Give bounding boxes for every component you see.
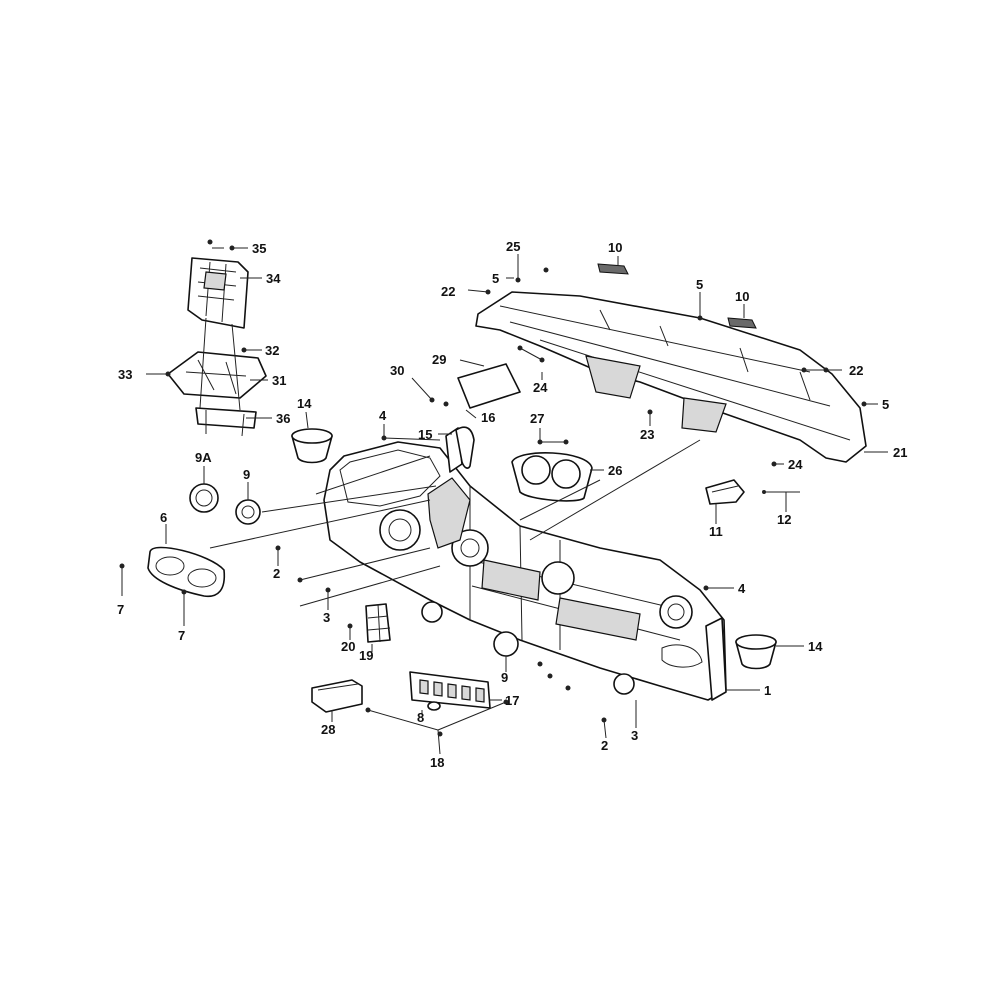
callout-9-left: 9 bbox=[243, 467, 250, 482]
callout-6: 6 bbox=[160, 510, 167, 525]
callout-3-left: 3 bbox=[323, 610, 330, 625]
callout-4-top: 4 bbox=[379, 408, 387, 423]
callout-3-right: 3 bbox=[631, 728, 638, 743]
callout-34: 34 bbox=[266, 271, 281, 286]
callout-30: 30 bbox=[390, 363, 404, 378]
callout-15: 15 bbox=[418, 427, 432, 442]
callout-labels: 35 34 32 33 31 36 14 9A 9 6 7 7 2 3 20 1… bbox=[117, 239, 907, 770]
callout-10-right: 10 bbox=[735, 289, 749, 304]
callout-21: 21 bbox=[893, 445, 907, 460]
callout-33: 33 bbox=[118, 367, 132, 382]
callout-25: 25 bbox=[506, 239, 520, 254]
callout-2-left: 2 bbox=[273, 566, 280, 581]
callout-26: 26 bbox=[608, 463, 622, 478]
callout-18: 18 bbox=[430, 755, 444, 770]
callout-12: 12 bbox=[777, 512, 791, 527]
callout-31: 31 bbox=[272, 373, 286, 388]
callout-7-left: 7 bbox=[117, 602, 124, 617]
callout-22-left: 22 bbox=[441, 284, 455, 299]
callout-7-right: 7 bbox=[178, 628, 185, 643]
callout-9a: 9A bbox=[195, 450, 212, 465]
callout-11: 11 bbox=[709, 524, 723, 539]
callout-19: 19 bbox=[359, 648, 373, 663]
callout-2-right: 2 bbox=[601, 738, 608, 753]
callout-10-left: 10 bbox=[608, 240, 622, 255]
callout-29: 29 bbox=[432, 352, 446, 367]
callout-35: 35 bbox=[252, 241, 266, 256]
callout-24-right: 24 bbox=[788, 457, 803, 472]
callout-24-left: 24 bbox=[533, 380, 548, 395]
fasteners bbox=[119, 239, 867, 737]
callout-5-left: 5 bbox=[492, 271, 499, 286]
callout-5-right: 5 bbox=[882, 397, 889, 412]
callout-1: 1 bbox=[764, 683, 771, 698]
cross-car-beam bbox=[475, 291, 867, 463]
instrument-panel bbox=[323, 441, 727, 701]
callout-16: 16 bbox=[481, 410, 495, 425]
callout-4-right: 4 bbox=[738, 581, 746, 596]
callout-36: 36 bbox=[276, 411, 290, 426]
callout-14-left: 14 bbox=[297, 396, 312, 411]
callout-22-right: 22 bbox=[849, 363, 863, 378]
small-parts bbox=[147, 263, 800, 713]
callout-23: 23 bbox=[640, 427, 654, 442]
callout-5-center: 5 bbox=[696, 277, 703, 292]
bracket-assembly bbox=[167, 257, 267, 437]
callout-14-right: 14 bbox=[808, 639, 823, 654]
callout-32: 32 bbox=[265, 343, 279, 358]
callout-17: 17 bbox=[505, 693, 519, 708]
callout-28: 28 bbox=[321, 722, 335, 737]
callout-9-center: 9 bbox=[501, 670, 508, 685]
callout-8: 8 bbox=[417, 710, 424, 725]
callout-20: 20 bbox=[341, 639, 355, 654]
callout-27: 27 bbox=[530, 411, 544, 426]
